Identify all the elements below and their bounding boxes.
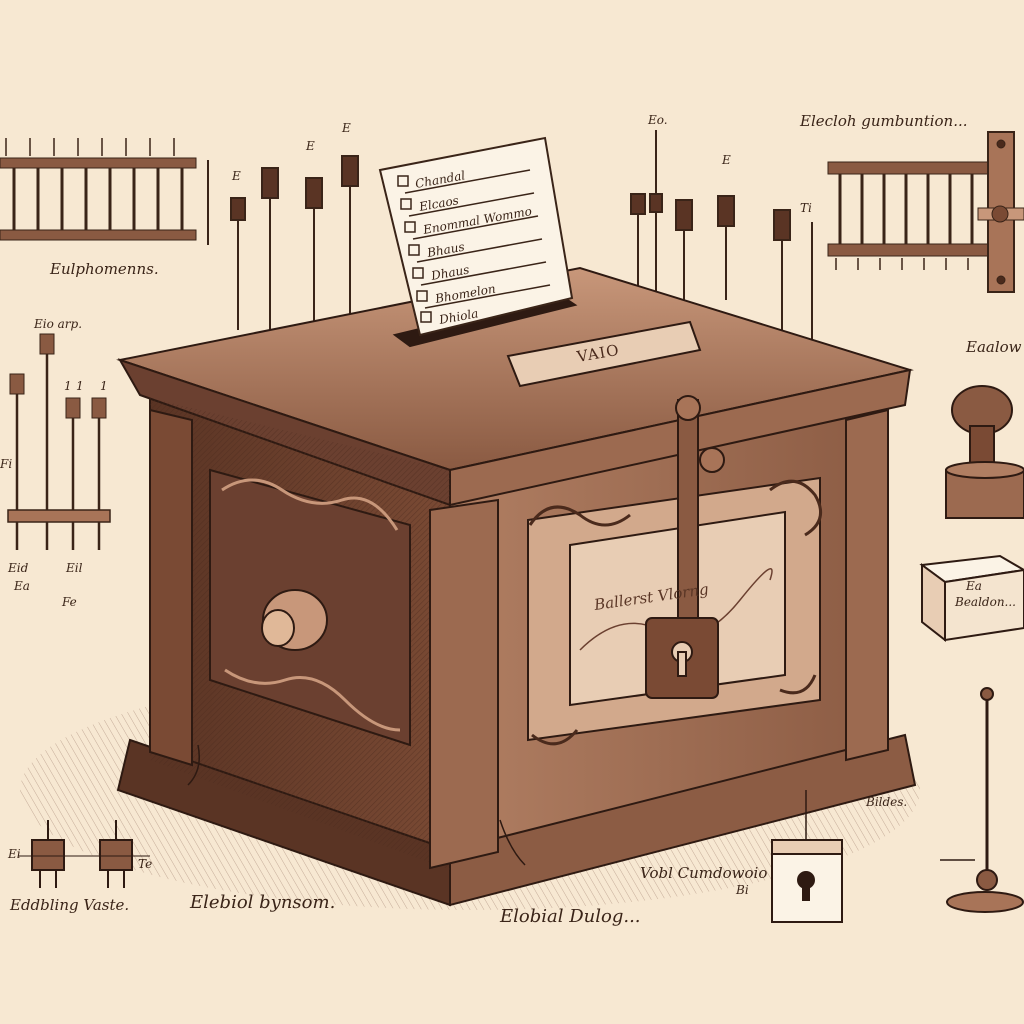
bottom-left-caption: Eddbling Vaste. [10, 896, 130, 914]
left-pin-rack [7, 333, 111, 550]
top-right-rack [827, 131, 1024, 293]
bottom-caption-2: Elobial Dulog... [500, 906, 641, 927]
small-stamp-box [919, 554, 1024, 643]
left-rack-bottom-label: Eid [8, 561, 29, 575]
left-rack-bottom-label: Fe [62, 595, 77, 609]
bottom-right-small: Bi [736, 883, 749, 897]
keyhole-box [771, 790, 843, 923]
name-plate [506, 320, 702, 388]
rubber-stamp [945, 385, 1024, 519]
ballot-paper [378, 136, 574, 337]
stamp-box-top-label: Ea [966, 579, 982, 593]
pin-label: Ti [800, 201, 812, 215]
bottom-left-tick: Te [138, 857, 153, 871]
left-rack-top-label: Eio arp. [34, 317, 83, 331]
bottom-caption-1: Elebiol bynsom. [190, 892, 336, 913]
box-column-right [845, 408, 889, 762]
stamp-box-label: Bealdon... [955, 595, 1016, 609]
top-left-rack [0, 138, 209, 245]
bottom-left-devices [18, 820, 150, 888]
box-column-left [149, 408, 193, 767]
top-left-caption: Eulphomenns. [50, 260, 159, 278]
ballot-line: Bhaus [425, 240, 465, 260]
left-rack-bottom-label: Ea [14, 579, 30, 593]
left-rack-tick: 1 [76, 379, 84, 393]
top-right-caption: Elecloh gumbuntion... [800, 112, 968, 130]
left-rack-bottom-label: Eil [66, 561, 83, 575]
pin-label: E [306, 139, 315, 153]
ballot-line: Dhaus [429, 263, 470, 284]
ballot-line: Elcaos [417, 193, 460, 214]
bottom-left-tick: Ei [8, 847, 21, 861]
box-column-mid [429, 498, 499, 870]
ballot-line: Dhiola [437, 306, 479, 327]
ballot-pins [230, 130, 813, 360]
pin-label: E [232, 169, 241, 183]
ballot-box [116, 266, 917, 907]
right-caption: Eaalow [966, 338, 1022, 356]
left-edge-tick: Fi [0, 457, 13, 471]
box-base-front [449, 733, 917, 907]
pin-label: Eo. [648, 113, 668, 127]
pin-label: E [722, 153, 731, 167]
pin-label: E [342, 121, 351, 135]
bottom-right-caption: Vobl Cumdowoio [640, 864, 768, 882]
right-lower-caption: Bildes. [866, 795, 908, 809]
left-rack-tick: 1 [64, 379, 72, 393]
right-lever [940, 687, 1024, 913]
left-rack-tick: 1 [100, 379, 108, 393]
